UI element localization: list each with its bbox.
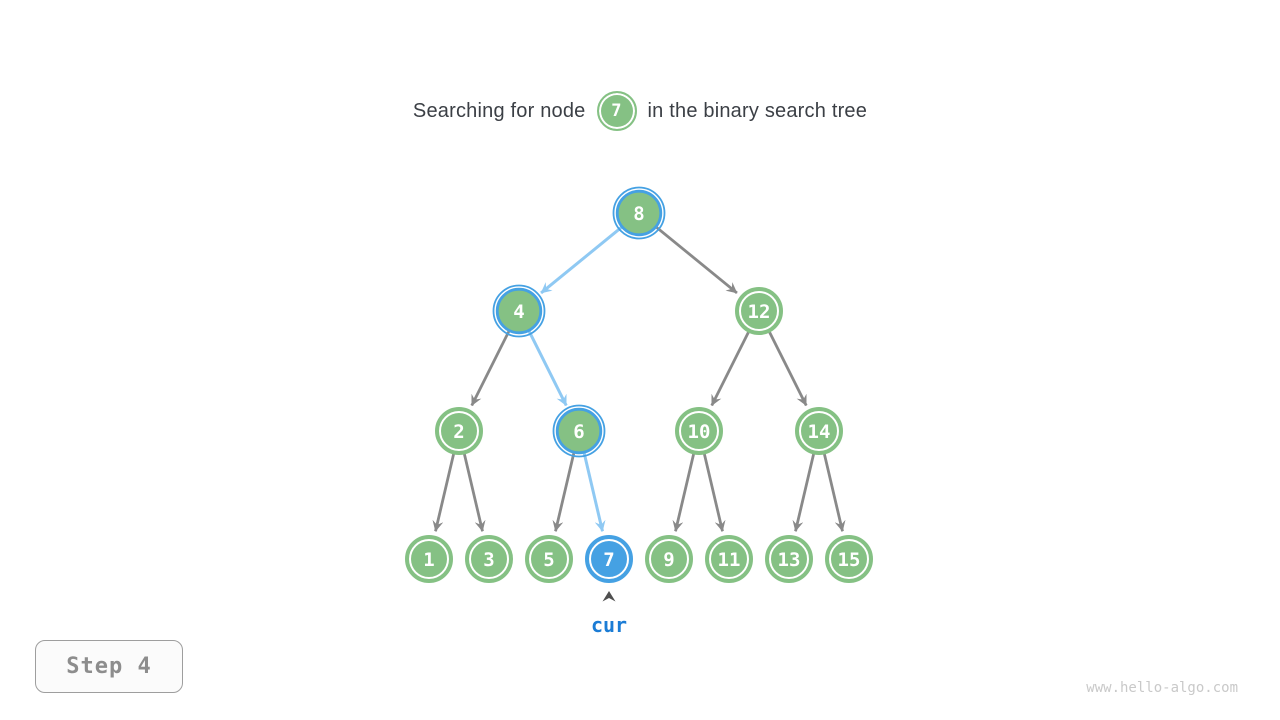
title-text-suffix: in the binary search tree xyxy=(647,99,868,122)
watermark-url: www.hello-algo.com xyxy=(1086,680,1238,696)
step-indicator: Step 4 xyxy=(35,640,183,693)
tree-edge-14-15 xyxy=(822,453,846,532)
tree-node-value-2: 2 xyxy=(453,421,464,443)
tree-node-value-7: 7 xyxy=(603,549,614,571)
tree-node-8: 8 xyxy=(612,186,666,240)
step-indicator-label: Step 4 xyxy=(66,654,152,679)
tree-edge-8-12 xyxy=(655,226,738,295)
tree-node-value-6: 6 xyxy=(573,421,584,443)
tree-node-5: 5 xyxy=(525,535,573,583)
title-target-node-value: 7 xyxy=(611,101,622,121)
tree-node-2: 2 xyxy=(435,407,483,455)
tree-node-13: 13 xyxy=(765,535,813,583)
tree-edge-12-14 xyxy=(768,330,808,407)
tree-node-11: 11 xyxy=(705,535,753,583)
tree-node-value-3: 3 xyxy=(483,549,494,571)
tree-node-12: 12 xyxy=(735,287,783,335)
tree-node-9: 9 xyxy=(645,535,693,583)
tree-node-1: 1 xyxy=(405,535,453,583)
title-target-node: 7 xyxy=(596,91,637,131)
tree-node-value-11: 11 xyxy=(718,549,741,571)
tree-node-10: 10 xyxy=(675,407,723,455)
diagram-title: Searching for node 7 in the binary searc… xyxy=(0,91,1280,131)
tree-node-14: 14 xyxy=(795,407,843,455)
cur-pointer-label: cur xyxy=(590,613,628,637)
tree-node-value-8: 8 xyxy=(633,203,644,225)
tree-node-value-5: 5 xyxy=(543,549,554,571)
tree-edge-4-6 xyxy=(527,330,568,407)
tree-node-value-1: 1 xyxy=(423,549,434,571)
tree-edge-12-10 xyxy=(710,330,750,407)
tree-edge-10-9 xyxy=(672,453,696,532)
tree-edge-10-11 xyxy=(702,453,726,532)
tree-node-value-10: 10 xyxy=(688,421,711,443)
tree-edge-8-4 xyxy=(540,226,623,295)
tree-node-3: 3 xyxy=(465,535,513,583)
cur-caret-icon xyxy=(602,591,616,602)
tree-node-7: 7 xyxy=(585,535,633,583)
tree-edge-2-3 xyxy=(462,453,486,532)
tree-node-value-4: 4 xyxy=(513,301,524,323)
title-text-prefix: Searching for node xyxy=(412,99,586,122)
tree-node-6: 6 xyxy=(552,404,606,458)
tree-node-4: 4 xyxy=(492,284,546,338)
tree-edge-14-13 xyxy=(792,453,816,532)
tree-edge-4-2 xyxy=(470,330,510,407)
tree-node-value-12: 12 xyxy=(748,301,771,323)
tree-node-value-15: 15 xyxy=(838,549,861,571)
tree-node-value-13: 13 xyxy=(778,549,801,571)
tree-node-15: 15 xyxy=(825,535,873,583)
tree-edge-6-5 xyxy=(552,453,576,532)
tree-edge-2-1 xyxy=(432,453,456,532)
tree-node-value-14: 14 xyxy=(808,421,831,443)
tree-node-value-9: 9 xyxy=(663,549,674,571)
tree-edge-6-7 xyxy=(582,453,606,532)
